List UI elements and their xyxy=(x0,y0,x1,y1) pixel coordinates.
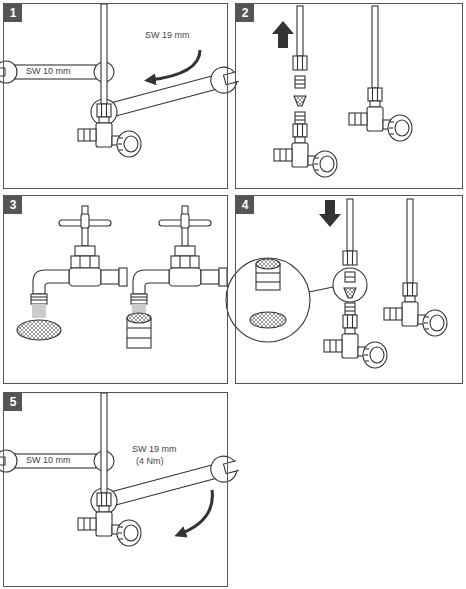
dimension-label: SW 19 mm xyxy=(145,30,190,41)
step-panel: 3 xyxy=(3,195,228,384)
step-panel: 1 xyxy=(3,3,228,189)
step-number: 2 xyxy=(236,4,254,22)
step-number: 4 xyxy=(236,196,254,214)
dimension-label: (4 Nm) xyxy=(136,456,164,467)
step-panel: 5 xyxy=(3,392,228,587)
step-number: 5 xyxy=(4,393,22,411)
step-number: 3 xyxy=(4,196,22,214)
dimension-label: SW 10 mm xyxy=(26,455,71,466)
step-panel: 2 xyxy=(235,3,463,189)
dimension-label: SW 10 mm xyxy=(26,66,71,77)
step-panel: 4 xyxy=(235,195,463,384)
step-number: 1 xyxy=(4,4,22,22)
dimension-label: SW 19 mm xyxy=(132,444,177,455)
